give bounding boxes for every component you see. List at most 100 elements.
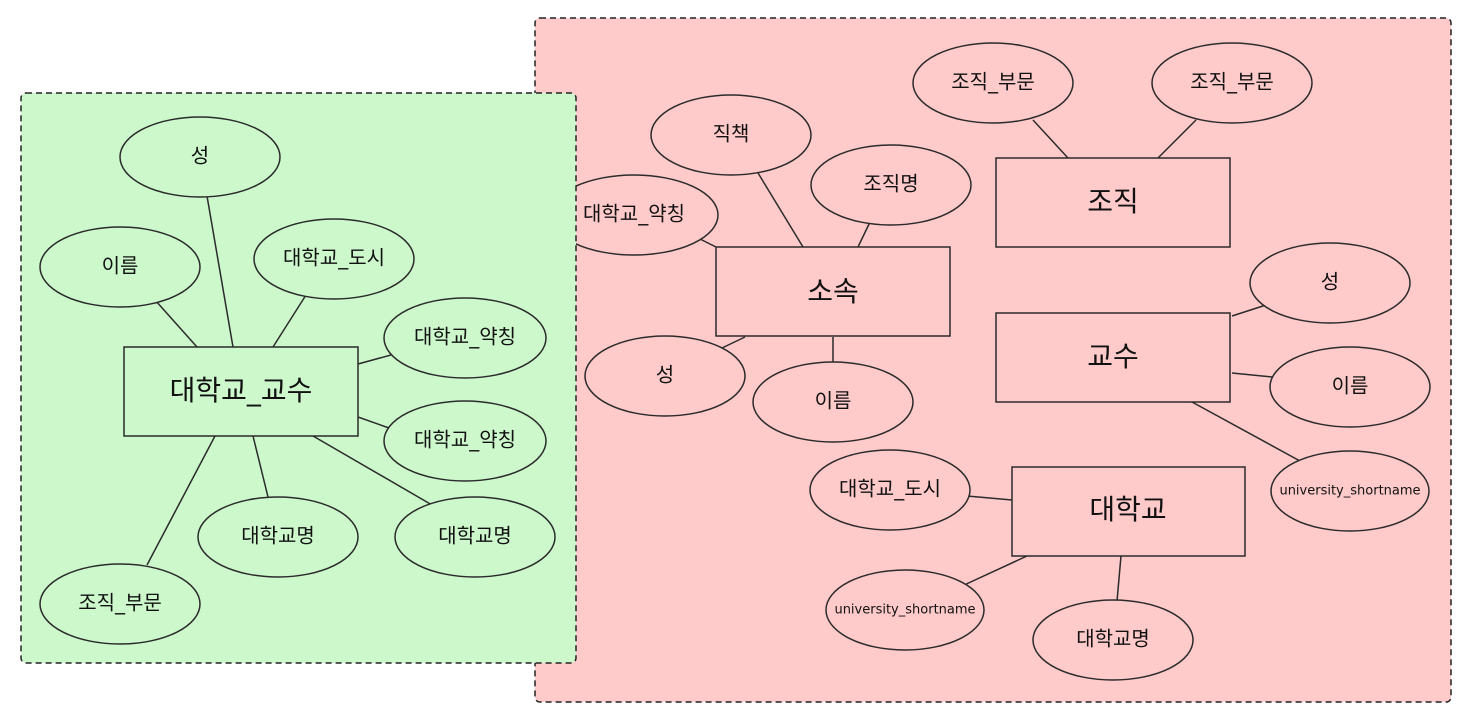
attribute-label: 성 [191,144,209,168]
entity-label: 교수 [1087,340,1139,373]
attribute-label: 조직_부문 [78,591,162,615]
right-panel-connectors [689,119,1301,602]
attribute-university-city: 대학교_도시 [253,218,415,300]
entity-box [123,346,359,437]
attribute-org-division: 조직_부문 [912,42,1074,124]
connector [1032,119,1069,159]
attribute-label: 대학교_도시 [283,246,385,270]
connector [1157,119,1197,159]
left-panel-connectors [146,195,433,566]
attribute-label: 이름 [1332,374,1369,398]
attribute-org-division: 조직_부문 [39,563,201,645]
attribute-ellipse [1032,599,1194,681]
attribute-university-city: 대학교_도시 [809,449,971,531]
attribute-label: 조직명 [863,172,918,196]
attribute-ellipse [39,226,201,308]
connector [146,435,216,566]
attribute-ellipse [1151,42,1313,124]
attribute-university-name: 대학교명 [197,496,359,578]
entity-label: 조직 [1087,185,1139,218]
attribute-ellipse [752,361,914,443]
attribute-ellipse [1249,242,1411,324]
attribute-ellipse [912,42,1074,124]
attribute-label: 대학교명 [1076,627,1150,651]
connector [1231,372,1273,378]
connector [961,555,1028,587]
connector [252,435,269,498]
attribute-ellipse [809,449,971,531]
attribute-university-name: 대학교명 [1032,599,1194,681]
attribute-label: 대학교_도시 [839,477,941,501]
left-panel: 대학교_교수 성 이름 대학교_도시 대학교_약칭 대학교_약칭 대학교명 [20,92,577,664]
attribute-ellipse [383,297,547,379]
connector [1191,401,1301,462]
attribute-last-name: 성 [1249,242,1411,324]
entity-box [995,157,1231,248]
attribute-org-division: 조직_부문 [1151,42,1313,124]
entity-label: 대학교 [1089,493,1166,526]
attribute-university-shortname: university_shortname [825,569,985,651]
attribute-position: 직책 [650,94,812,176]
entity-label: 대학교_교수 [170,374,313,407]
right-panel: 소속 직책 조직명 대학교_약칭 성 이름 조직 조직_부문 [534,17,1452,703]
attribute-label: university_shortname [834,603,975,618]
attribute-label: 대학교_약칭 [583,202,685,226]
attribute-ellipse [1269,346,1431,428]
attribute-label: 조직_부문 [951,70,1035,94]
attribute-label: 대학교명 [438,524,512,548]
connector [857,221,871,248]
attribute-label: 대학교명 [241,524,315,548]
connector [1116,555,1122,602]
connector [357,354,392,365]
attribute-label: 대학교_약칭 [414,325,516,349]
attribute-university-abbrev: 대학교_약칭 [549,174,719,256]
entity-university: 대학교 [1011,466,1246,557]
attribute-ellipse [810,144,972,226]
attribute-university-name: 대학교명 [394,496,556,578]
attribute-ellipse [584,335,746,417]
connector [754,167,804,248]
attribute-label: 조직_부문 [1190,70,1274,94]
attribute-university-abbrev: 대학교_약칭 [383,297,547,379]
attribute-first-name: 이름 [1269,346,1431,428]
attribute-ellipse [253,218,415,300]
entity-label: 소속 [807,275,859,308]
attribute-ellipse [39,563,201,645]
attribute-first-name: 이름 [752,361,914,443]
entity-box [1011,466,1246,557]
attribute-label: 성 [1321,270,1339,294]
entity-university-professor: 대학교_교수 [123,346,359,437]
attribute-ellipse [1270,450,1430,532]
attribute-university-abbrev: 대학교_약칭 [383,400,547,482]
attribute-ellipse [119,116,281,198]
attribute-last-name: 성 [119,116,281,198]
attribute-label: 이름 [815,389,852,413]
attribute-label: 성 [656,363,674,387]
attribute-university-shortname: university_shortname [1270,450,1430,532]
attribute-ellipse [825,569,985,651]
attribute-ellipse [197,496,359,578]
attribute-label: university_shortname [1279,484,1420,499]
connector [1231,304,1267,317]
attribute-ellipse [383,400,547,482]
entity-professor: 교수 [995,312,1231,403]
entity-box [715,246,951,337]
attribute-first-name: 이름 [39,226,201,308]
attribute-org-name: 조직명 [810,144,972,226]
connector [206,195,234,348]
connector [357,416,390,429]
attribute-label: 대학교_약칭 [414,428,516,452]
connector [154,299,198,348]
entity-affiliation: 소속 [715,246,951,337]
connector [721,336,746,349]
attribute-ellipse [394,496,556,578]
entity-box [995,312,1231,403]
connector [312,435,433,506]
connector [272,294,307,348]
entity-organization: 조직 [995,157,1231,248]
attribute-last-name: 성 [584,335,746,417]
attribute-label: 직책 [713,122,750,146]
attribute-ellipse [650,94,812,176]
